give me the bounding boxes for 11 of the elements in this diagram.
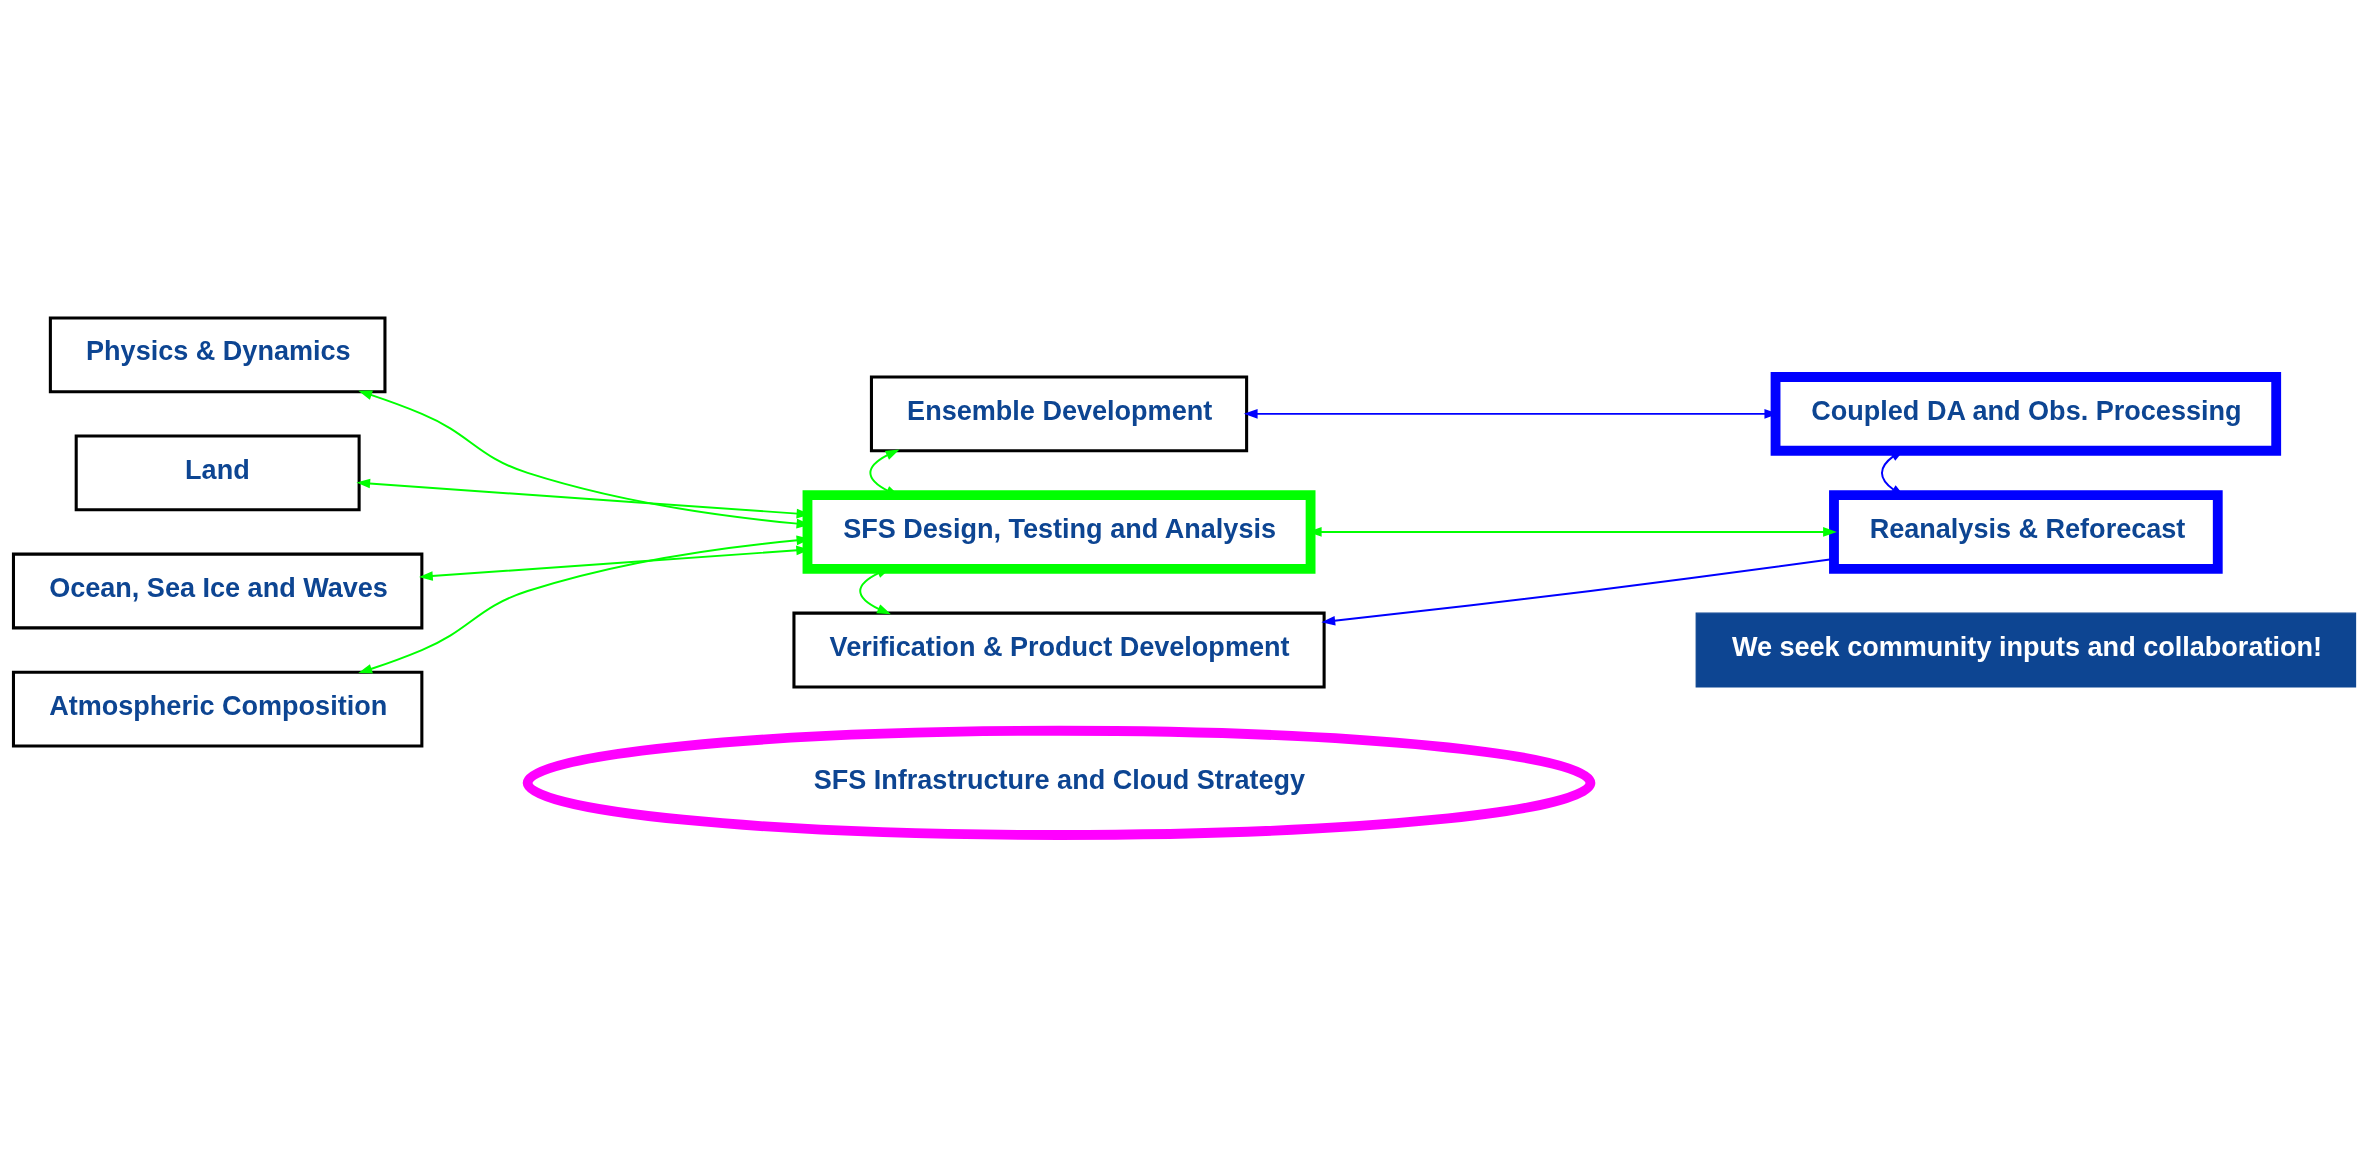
node-box: Ocean, Sea Ice and Waves <box>11 552 424 629</box>
node-box: SFS Design, Testing and Analysis <box>802 489 1316 574</box>
node-box: Ensemble Development <box>869 374 1249 452</box>
node-box: Physics & Dynamics <box>48 315 387 393</box>
node-box: We seek community inputs and collaboration! <box>1695 612 2357 688</box>
node-box: Coupled DA and Obs. Processing <box>1770 371 2282 456</box>
node-box: Atmospheric Composition <box>11 670 424 748</box>
node-box: Land <box>74 433 361 511</box>
node-box: Reanalysis & Reforecast <box>1829 489 2223 574</box>
node-ellipse: SFS Infrastructure and Cloud Strategy <box>522 725 1596 840</box>
node-box: Verification & Product Development <box>792 611 1326 688</box>
